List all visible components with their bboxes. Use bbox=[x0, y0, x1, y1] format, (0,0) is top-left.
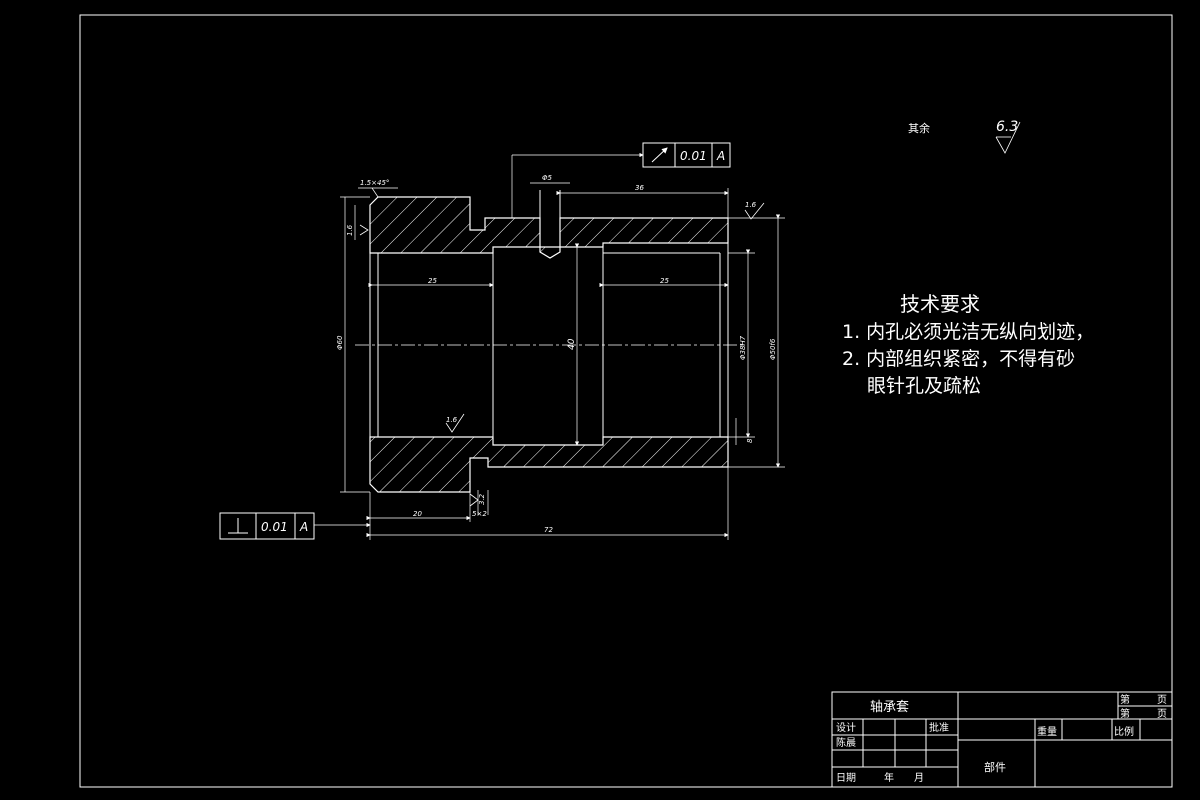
dim-roughness-bottom: 3.2 bbox=[478, 493, 486, 505]
dim-od-right: Φ50f6 bbox=[769, 338, 777, 360]
dim-bore-40: 40 bbox=[567, 338, 577, 350]
weight-label: 重量 bbox=[1037, 725, 1057, 738]
year-label: 年 bbox=[884, 771, 894, 784]
part-name: 轴承套 bbox=[870, 699, 909, 715]
month-label: 月 bbox=[914, 772, 924, 784]
dim-groove-small: 5×2 bbox=[472, 510, 487, 518]
drawing-frame bbox=[79, 14, 1173, 788]
perpendicular-icon bbox=[228, 518, 248, 534]
scale-label: 比例 bbox=[1114, 725, 1134, 738]
dim-roughness-right: 1.6 bbox=[745, 201, 757, 209]
dim-chamfer: 1.5×45° bbox=[360, 179, 389, 187]
surface-finish-value: 6.3 bbox=[996, 119, 1018, 135]
perpendicularity-tolerance-frame: 0.01 A bbox=[219, 512, 315, 540]
title-block-texts: 轴承套 第 页 第 页 设计 陈晨 批准 重量 比例 日期 年 月 部件 bbox=[836, 693, 1167, 784]
dim-left-25: 25 bbox=[428, 277, 437, 285]
dim-right-25: 25 bbox=[660, 277, 669, 285]
date-label: 日期 bbox=[836, 772, 856, 784]
sheet-total-label: 第 bbox=[1120, 707, 1130, 720]
top-wall-section bbox=[369, 196, 729, 259]
dim-od-left: Φ60 bbox=[336, 335, 344, 350]
dim-length-20: 20 bbox=[413, 510, 422, 518]
perpendicularity-datum: A bbox=[299, 520, 308, 534]
dim-length-36: 36 bbox=[635, 184, 644, 192]
tech-requirement-3: 眼针孔及疏松 bbox=[867, 375, 981, 397]
dimension-lines bbox=[314, 152, 785, 540]
runout-value: 0.01 bbox=[680, 149, 707, 163]
dim-roughness-inner: 1.6 bbox=[446, 416, 458, 424]
surface-finish-label: 其余 bbox=[908, 121, 930, 135]
dim-roughness-left: 1.6 bbox=[346, 224, 354, 236]
tech-requirement-1: 1. 内孔必须光洁无纵向划迹， bbox=[842, 321, 1094, 343]
dim-bore-right: Φ38H7 bbox=[739, 335, 747, 360]
bottom-wall-section bbox=[369, 436, 729, 493]
sheet-no-label: 第 bbox=[1120, 693, 1130, 706]
sheet-total-unit: 页 bbox=[1157, 708, 1167, 720]
dimension-texts: 1.5×45° 1.6 Φ60 25 25 40 36 Φ5 1.6 Φ38H7… bbox=[336, 174, 777, 534]
sheet-no-unit: 页 bbox=[1157, 694, 1167, 706]
dim-total-72: 72 bbox=[544, 526, 553, 534]
design-label: 设计 bbox=[836, 721, 856, 734]
technical-requirements: 技术要求 1. 内孔必须光洁无纵向划迹， 2. 内部组织紧密，不得有砂 眼针孔及… bbox=[842, 292, 1094, 397]
dim-gap-8: 8 bbox=[746, 438, 754, 443]
runout-datum: A bbox=[716, 149, 725, 163]
runout-tolerance-frame: 0.01 A bbox=[642, 142, 731, 168]
dim-groove-width: Φ5 bbox=[542, 174, 553, 182]
designer-name: 陈晨 bbox=[836, 736, 856, 749]
tech-requirements-title: 技术要求 bbox=[900, 292, 980, 316]
approve-label: 批准 bbox=[929, 721, 949, 734]
roughness-symbols bbox=[359, 121, 1021, 507]
tech-requirement-2: 2. 内部组织紧密，不得有砂 bbox=[842, 348, 1075, 370]
part-label: 部件 bbox=[984, 760, 1006, 774]
perpendicularity-value: 0.01 bbox=[261, 520, 288, 534]
part-section bbox=[355, 190, 745, 493]
runout-arrow-icon bbox=[651, 147, 668, 163]
title-block bbox=[831, 691, 1173, 788]
